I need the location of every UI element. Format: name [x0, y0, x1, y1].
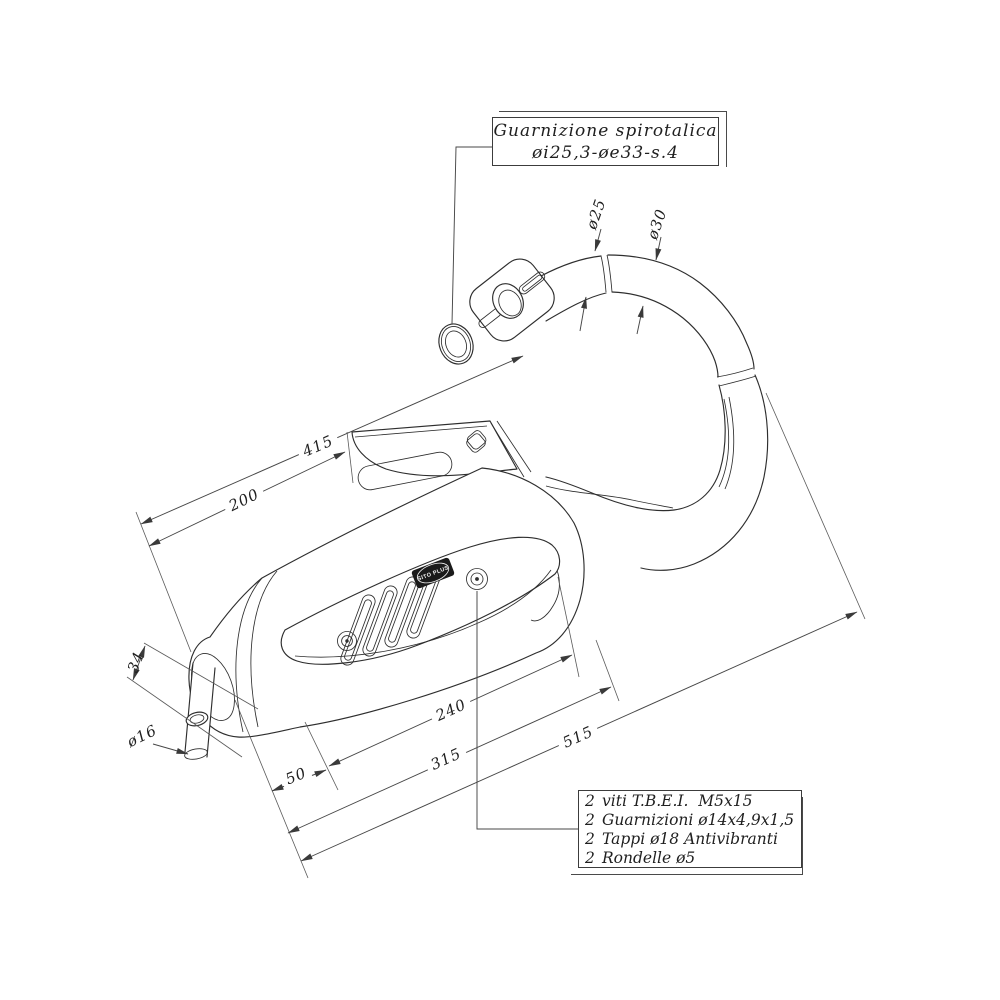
pipe-expansion-cone-right-edge	[640, 374, 769, 571]
part-qty: 2	[585, 849, 595, 867]
gasket-ring	[438, 323, 474, 365]
dim-label-d25: ø25	[582, 196, 609, 232]
brand-badge: SITO PLUS	[411, 557, 455, 589]
gasket-callout-line1: Guarnizione spirotalica	[493, 121, 718, 141]
parts-callout-box: 2 viti T.B.E.I. M5x15 2 Guarnizioni ø14x…	[578, 790, 802, 868]
leader-line-d16	[152, 743, 189, 755]
shield-screw-right	[466, 568, 488, 590]
tail-pipe	[184, 662, 216, 760]
gasket-callout-box: Guarnizione spirotalica øi25,3-øe33-s.4	[492, 117, 719, 166]
part-desc: viti T.B.E.I. M5x15	[602, 792, 753, 810]
pipe-expansion-cone-left-edge	[545, 384, 726, 512]
part-qty: 2	[585, 811, 595, 829]
gasket-callout-line2: øi25,3-øe33-s.4	[532, 143, 679, 163]
flange-pipe-opening	[492, 283, 524, 319]
parts-list-row: 2 Guarnizioni ø14x4,9x1,5	[585, 811, 801, 830]
gasket-callout-leader	[451, 146, 492, 325]
dim-label-d16: ø16	[123, 721, 160, 751]
dimension-line-d25-top	[594, 228, 602, 252]
header-pipe	[540, 254, 769, 571]
dim-label-315: 315	[428, 744, 464, 773]
dimension-line-d30-bottom	[636, 305, 644, 335]
part-desc: Guarnizioni ø14x4,9x1,5	[602, 811, 795, 829]
part-qty: 2	[585, 830, 595, 848]
parts-list-row: 2 Tappi ø18 Antivibranti	[585, 830, 801, 849]
part-qty: 2	[585, 792, 595, 810]
exhaust-flange	[469, 258, 555, 342]
parts-list-row: 2 Rondelle ø5	[585, 849, 801, 868]
part-desc: Tappi ø18 Antivibranti	[602, 830, 778, 848]
dimension-line-d30-top	[655, 236, 662, 261]
dim-label-415: 415	[299, 431, 336, 461]
dim-label-240: 240	[432, 695, 469, 725]
dimension-line-d25-bottom	[579, 296, 587, 332]
dimension-labels: 415 200 50 240 315 515 34 ø16 ø25 ø30	[123, 196, 671, 790]
dimension-line-34	[132, 645, 146, 681]
parts-list-row: 2 viti T.B.E.I. M5x15	[585, 792, 801, 811]
dim-label-515: 515	[560, 722, 596, 751]
dim-label-34: 34	[124, 649, 148, 675]
part-desc: Rondelle ø5	[602, 849, 696, 867]
tail-pipe-tip	[184, 748, 208, 760]
dim-label-d30: ø30	[643, 206, 670, 242]
